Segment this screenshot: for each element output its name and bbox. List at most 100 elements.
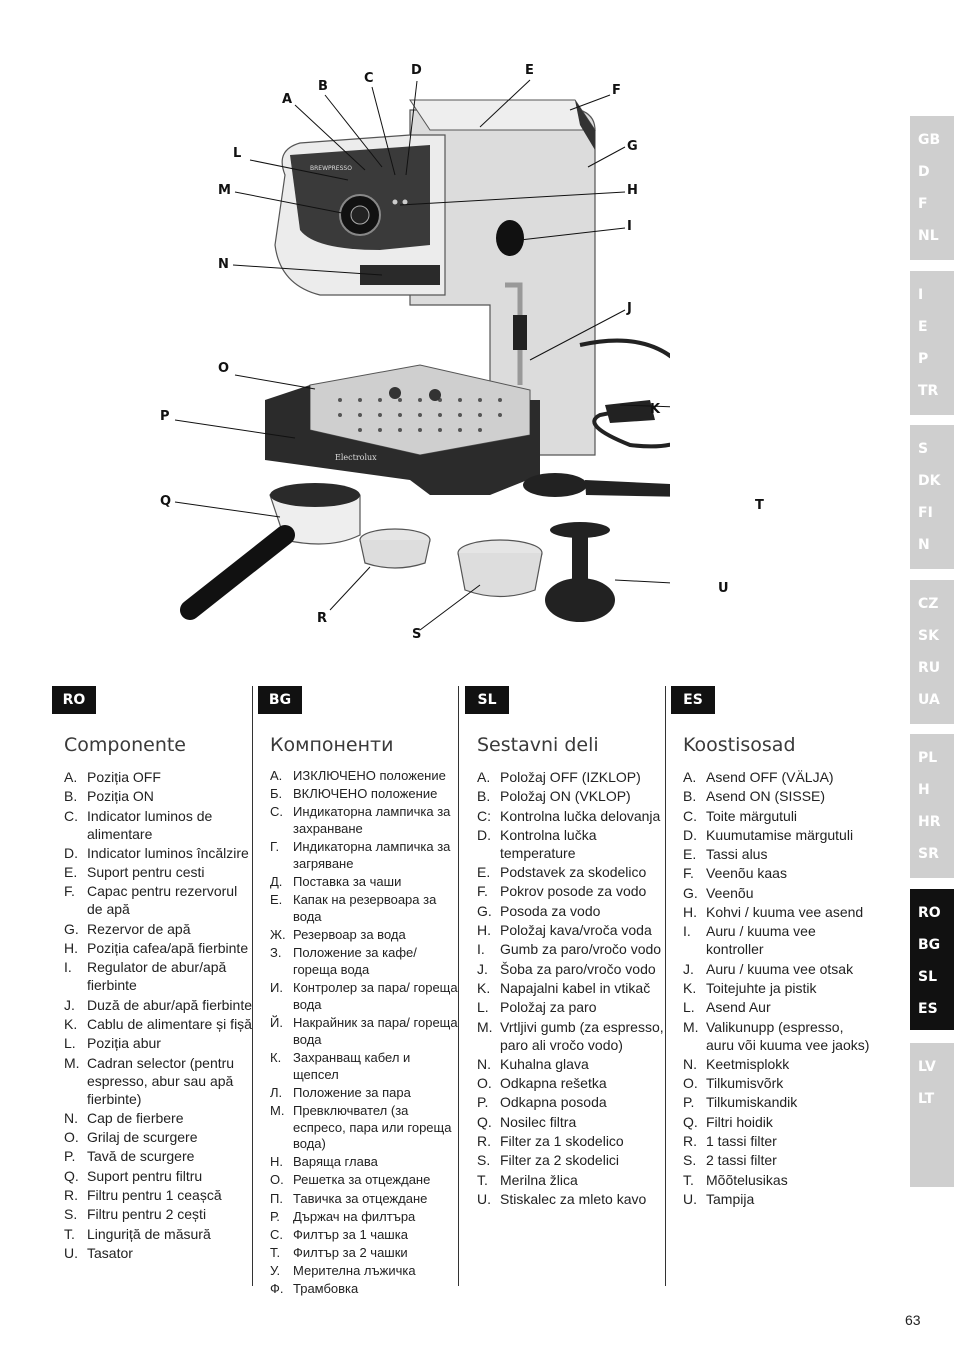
item-label: Tilkumisvõrk bbox=[706, 1075, 784, 1092]
callout-o: O bbox=[218, 361, 230, 376]
column-title: Koostisosad bbox=[683, 734, 796, 756]
list-item: Н.Варяща глава bbox=[270, 1154, 458, 1171]
item-letter: B. bbox=[683, 788, 697, 805]
item-label: Kuumutamise märgutuli bbox=[706, 826, 854, 843]
list-item: И. Контролер за пара/ гореща вода bbox=[270, 980, 458, 1014]
language-tag: ES bbox=[671, 686, 715, 714]
list-item: P.Tilkumiskandik bbox=[683, 1093, 871, 1111]
item-label: Vrtljivi gumb (za espresso, paro ali vro… bbox=[500, 1018, 664, 1053]
item-letter: T. bbox=[683, 1171, 694, 1188]
item-label: Решетка за отцеждане bbox=[293, 1172, 431, 1188]
item-label: Тавичка за отцеждане bbox=[293, 1190, 428, 1206]
list-item: M.Cadran selector (pentru espresso, abur… bbox=[64, 1054, 252, 1108]
item-letter: F. bbox=[477, 883, 488, 900]
list-item: G.Posoda za vodo bbox=[477, 902, 665, 920]
item-letter: R. bbox=[683, 1133, 697, 1150]
language-code: TR bbox=[918, 383, 939, 399]
item-label: Veenõu bbox=[706, 884, 754, 901]
list-item: L.Asend Aur bbox=[683, 998, 871, 1016]
item-letter: E. bbox=[683, 846, 697, 863]
list-item: A.Poziția OFF bbox=[64, 768, 252, 786]
language-code: H bbox=[918, 782, 930, 798]
coffee-machine-illustration: BREWPRESSO Electrolux bbox=[174, 79, 766, 631]
item-label: Cablu de alimentare și fișă bbox=[87, 1015, 252, 1032]
item-label: Poziția abur bbox=[87, 1035, 161, 1052]
list-item: T. Linguriță de măsură bbox=[64, 1225, 252, 1243]
list-item: R.1 tassi filter bbox=[683, 1132, 871, 1150]
list-item: D. Kuumutamise märgutuli bbox=[683, 826, 871, 844]
language-code: P bbox=[918, 351, 929, 367]
list-item: Q.Suport pentru filtru bbox=[64, 1167, 252, 1185]
item-label: Položaj za paro bbox=[500, 999, 597, 1016]
list-item: T.Merilna žlica bbox=[477, 1171, 665, 1189]
item-letter: M. bbox=[64, 1054, 80, 1071]
item-label: Filtri hoidik bbox=[706, 1113, 773, 1130]
item-letter: J. bbox=[683, 960, 694, 977]
language-code: D bbox=[918, 164, 930, 180]
item-label: Rezervor de apă bbox=[87, 920, 191, 937]
language-code: LT bbox=[918, 1091, 935, 1107]
svg-text:BREWPRESSO: BREWPRESSO bbox=[310, 165, 352, 172]
item-letter: N. bbox=[683, 1055, 697, 1072]
list-item: О.Решетка за отцеждане bbox=[270, 1172, 458, 1189]
item-label: Контролер за пара/ гореща вода bbox=[293, 979, 458, 1012]
page-number: 63 bbox=[905, 1312, 921, 1328]
list-item: Ж.Резервоар за вода bbox=[270, 927, 458, 944]
item-letter: T. bbox=[64, 1225, 75, 1242]
language-code: S bbox=[918, 441, 929, 457]
language-tag: SL bbox=[465, 686, 509, 714]
item-label: Филтър за 2 чашки bbox=[293, 1244, 408, 1260]
item-label: Капак на резервоара за вода bbox=[293, 892, 437, 924]
item-letter: D. bbox=[683, 826, 697, 843]
item-label: Filtru pentru 1 ceașcă bbox=[87, 1187, 222, 1204]
item-letter: K. bbox=[683, 979, 697, 996]
list-item: Л.Положение за пара bbox=[270, 1085, 458, 1102]
list-item: B.Poziția ON bbox=[64, 787, 252, 805]
item-label: Индикаторна лампичка за загряване bbox=[293, 839, 451, 871]
list-item: D.Indicator luminos încălzire bbox=[64, 844, 252, 862]
component-list: A.Položaj OFF (IZKLOP)B.Položaj ON (VKLO… bbox=[465, 768, 665, 1208]
item-label: Položaj ON (VKLOP) bbox=[500, 788, 631, 805]
item-letter: G. bbox=[64, 920, 79, 937]
list-item: М.Превключвател (за еспресо, пара или го… bbox=[270, 1103, 458, 1153]
callout-f: F bbox=[612, 83, 621, 98]
list-item: Г. Индикаторна лампичка за загряване bbox=[270, 839, 458, 873]
item-letter: L. bbox=[683, 999, 695, 1016]
item-letter: S. bbox=[64, 1206, 78, 1223]
item-label: Положение за пара bbox=[293, 1084, 411, 1100]
item-label: Gumb za paro/vročo vodo bbox=[500, 941, 662, 958]
language-code: PL bbox=[918, 750, 938, 766]
list-item: П.Тавичка за отцеждане bbox=[270, 1191, 458, 1208]
item-letter: A. bbox=[683, 769, 697, 785]
language-code: SR bbox=[918, 846, 939, 862]
item-letter: Г. bbox=[270, 839, 280, 855]
item-label: Filter za 2 skodelici bbox=[500, 1152, 620, 1169]
item-label: Linguriță de măsură bbox=[87, 1225, 211, 1242]
list-item: D.Kontrolna lučka temperature bbox=[477, 826, 665, 862]
item-letter: D. bbox=[64, 844, 78, 861]
item-label: Veenõu kaas bbox=[706, 865, 787, 882]
item-letter: H. bbox=[683, 904, 697, 921]
item-letter: O. bbox=[477, 1075, 492, 1092]
item-label: Tavă de scurgere bbox=[87, 1148, 195, 1165]
item-label: Kohvi / kuuma vee asend bbox=[706, 904, 864, 921]
item-letter: C: bbox=[477, 807, 491, 824]
list-item: G. Rezervor de apă bbox=[64, 920, 252, 938]
list-item: S.2 tassi filter bbox=[683, 1151, 871, 1169]
language-code: N bbox=[918, 537, 930, 553]
language-code: SL bbox=[918, 969, 938, 985]
list-item: M.Valikunupp (espresso, auru või kuuma v… bbox=[683, 1018, 871, 1054]
list-item: С.Индикаторна лампичка за захранване bbox=[270, 804, 458, 838]
list-item: H.Položaj kava/vroča voda bbox=[477, 921, 665, 939]
item-label: Mõõtelusikas bbox=[706, 1171, 788, 1188]
item-letter: И. bbox=[270, 979, 283, 995]
item-letter: E. bbox=[477, 864, 491, 881]
item-letter: M. bbox=[477, 1018, 493, 1035]
